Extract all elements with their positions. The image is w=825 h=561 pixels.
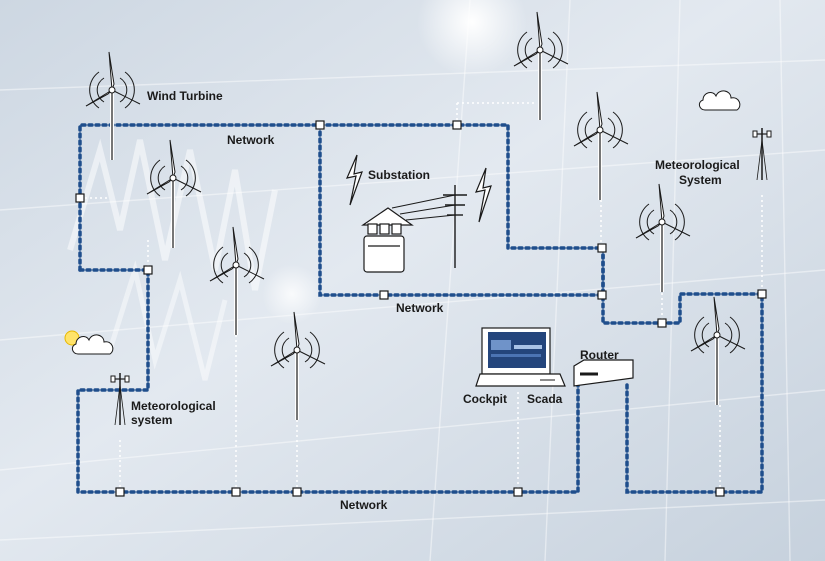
- label-wind-turbine: Wind Turbine: [147, 89, 223, 103]
- power-pole-icon: [443, 185, 467, 268]
- label-network-top: Network: [227, 133, 275, 147]
- router-icon: [573, 359, 634, 387]
- label-met-system-left-line2: system: [131, 413, 173, 427]
- background-zigzag-2: [107, 260, 228, 381]
- label-router: Router: [580, 348, 619, 362]
- label-scada: Scada: [527, 392, 563, 406]
- substation-icon: [361, 194, 456, 273]
- label-met-system-right-line1: Meteorological: [655, 158, 740, 172]
- background-zigzag: [67, 138, 278, 291]
- lightning-icon: [345, 154, 492, 223]
- label-network-middle: Network: [396, 301, 444, 315]
- background-glow: [417, 0, 527, 77]
- label-met-system-left-line1: Meteorological: [131, 399, 216, 413]
- device-links: [80, 102, 763, 492]
- network-lines: [76, 123, 764, 494]
- network-nodes: [75, 120, 767, 497]
- computer-icon: [475, 327, 566, 387]
- label-substation: Substation: [368, 168, 430, 182]
- label-cockpit: Cockpit: [463, 392, 508, 406]
- label-met-system-right-line2: System: [679, 173, 722, 187]
- background-glow-2: [262, 264, 322, 324]
- label-network-bottom: Network: [340, 498, 388, 512]
